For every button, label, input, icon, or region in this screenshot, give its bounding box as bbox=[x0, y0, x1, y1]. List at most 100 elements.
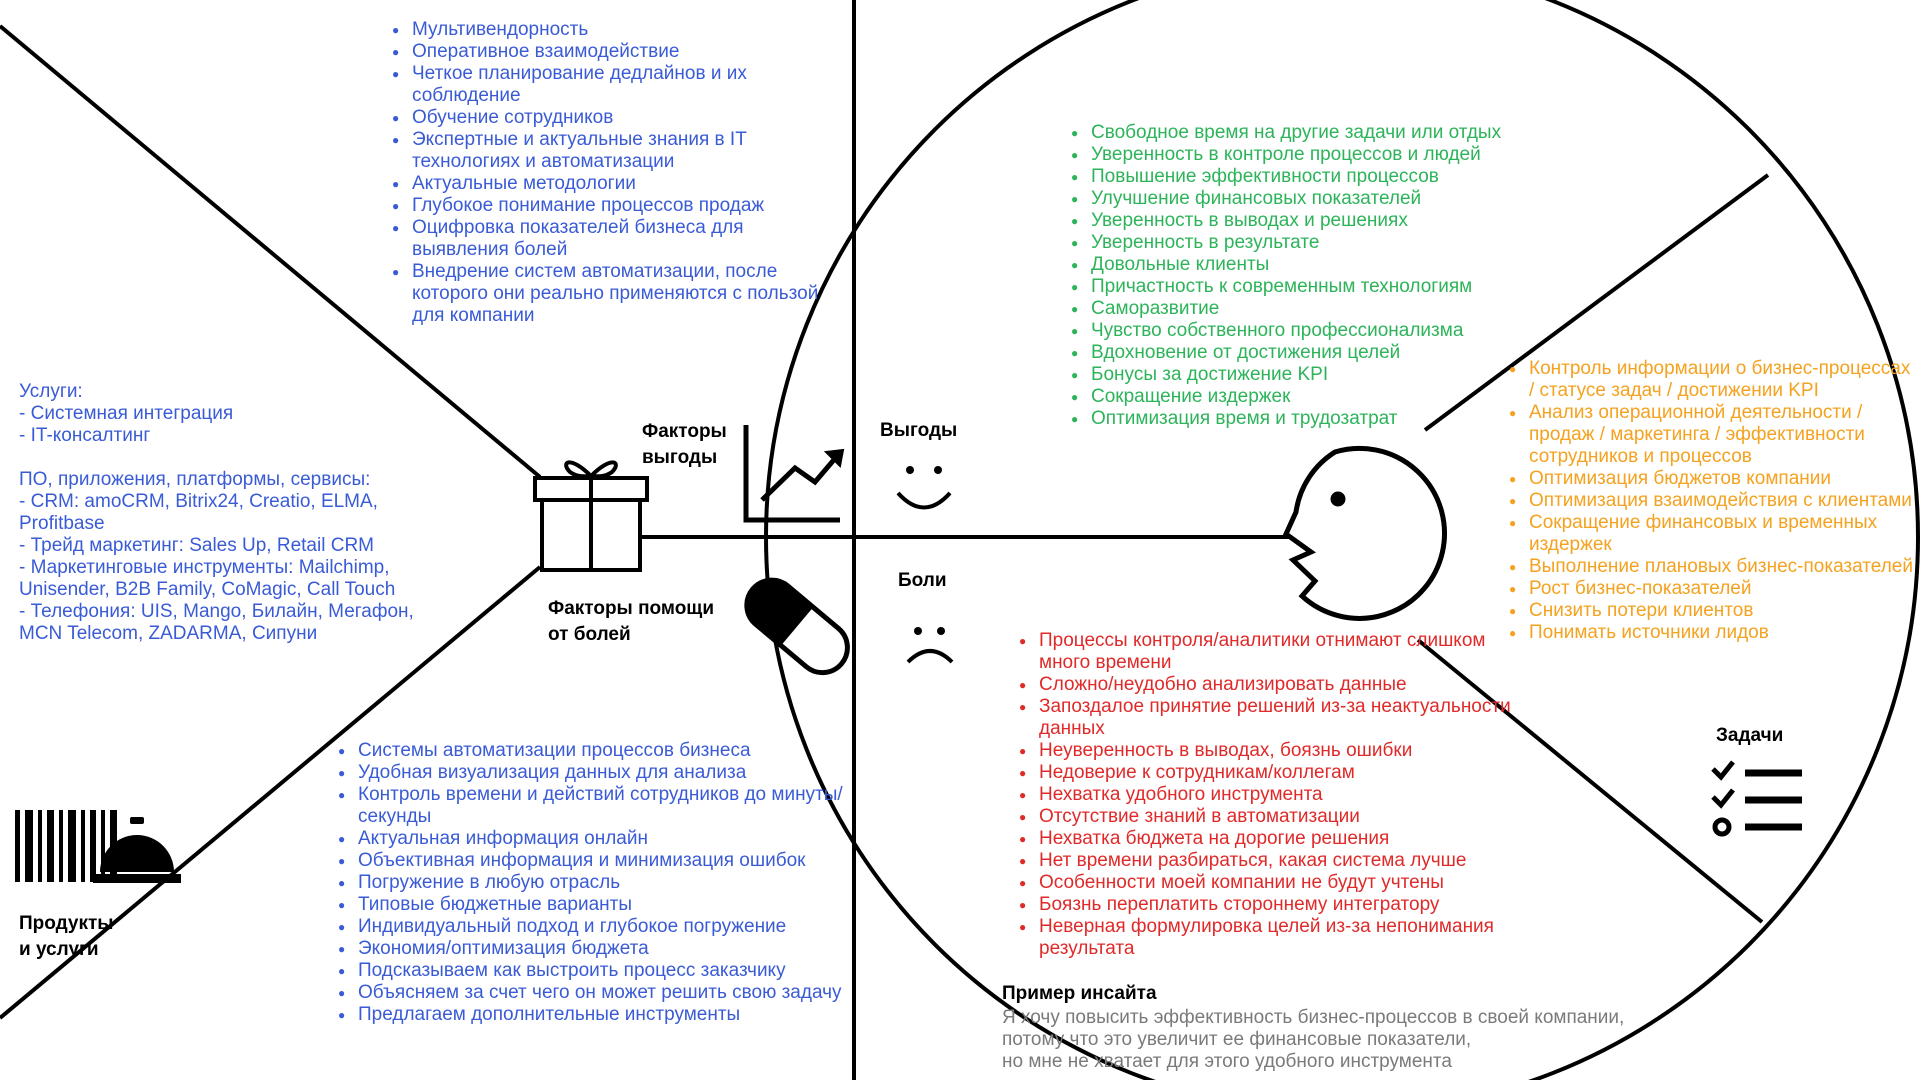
products-label-line2: и услуги bbox=[19, 939, 99, 960]
gain-item: Саморазвитие bbox=[1071, 298, 1571, 320]
job-item: Снизить потери клиентов bbox=[1509, 600, 1919, 622]
gain-item: Чувство собственного профессионализма bbox=[1071, 320, 1571, 342]
products-line: - IT-консалтинг bbox=[19, 425, 151, 446]
gains-block: Свободное время на другие задачи или отд… bbox=[1071, 122, 1571, 430]
pain-reliever-item: Системы автоматизации процессов бизнеса bbox=[338, 740, 848, 762]
pains-list: Процессы контроля/аналитики отнимают сли… bbox=[1019, 630, 1519, 960]
pain-reliever-item: Объясняем за счет чего он может решить с… bbox=[338, 982, 848, 1004]
pill-icon bbox=[744, 577, 850, 676]
pain-relievers-label-line1: Факторы помощи bbox=[548, 598, 715, 619]
left-square-top-diagonal bbox=[0, 24, 542, 479]
products-label-line1: Продукты bbox=[19, 913, 114, 934]
gain-creator-item: Оцифровка показателей бизнеса для выявле… bbox=[392, 217, 822, 261]
pain-reliever-item: Удобная визуализация данных для анализа bbox=[338, 762, 848, 784]
checklist-icon bbox=[1711, 760, 1802, 837]
gain-creators-label-line2: выгоды bbox=[642, 447, 718, 468]
sad-icon bbox=[906, 627, 954, 664]
products-line: ПО, приложения, платформы, сервисы: bbox=[19, 469, 371, 490]
pain-reliever-item: Актуальная информация онлайн bbox=[338, 828, 848, 850]
insight-line: но мне не хватает для этого удобного инс… bbox=[1002, 1051, 1452, 1072]
job-item: Рост бизнес-показателей bbox=[1509, 578, 1919, 600]
gain-item: Улучшение финансовых показателей bbox=[1071, 188, 1571, 210]
pain-item: Недоверие к сотрудникам/коллегам bbox=[1019, 762, 1519, 784]
jobs-list: Контроль информации о бизнес-процессах /… bbox=[1509, 358, 1919, 644]
jobs-label: Задачи bbox=[1716, 725, 1784, 746]
job-item: Выполнение плановых бизнес-показателей bbox=[1509, 556, 1919, 578]
pain-reliever-item: Контроль времени и действий сотрудников … bbox=[338, 784, 848, 828]
insight-line: Я хочу повысить эффективность бизнес-про… bbox=[1002, 1007, 1625, 1028]
gain-item: Свободное время на другие задачи или отд… bbox=[1071, 122, 1571, 144]
smile-icon bbox=[896, 466, 952, 510]
pain-item: Отсутствие знаний в автоматизации bbox=[1019, 806, 1519, 828]
job-item: Оптимизация взаимодействия с клиентами bbox=[1509, 490, 1919, 512]
pain-item: Нехватка удобного инструмента bbox=[1019, 784, 1519, 806]
pain-item: Нет времени разбираться, какая система л… bbox=[1019, 850, 1519, 872]
pains-block: Процессы контроля/аналитики отнимают сли… bbox=[1019, 630, 1519, 960]
gain-item: Причастность к современным технологиям bbox=[1071, 276, 1571, 298]
pain-item: Запоздалое принятие решений из-за неакту… bbox=[1019, 696, 1519, 740]
job-item: Оптимизация бюджетов компании bbox=[1509, 468, 1919, 490]
customer-face-icon bbox=[1282, 445, 1447, 621]
gain-creator-item: Мультивендорность bbox=[392, 19, 822, 41]
pain-item: Процессы контроля/аналитики отнимают сли… bbox=[1019, 630, 1519, 674]
gain-creators-block: МультивендорностьОперативное взаимодейст… bbox=[392, 19, 822, 327]
job-item: Понимать источники лидов bbox=[1509, 622, 1919, 644]
pain-reliever-item: Погружение в любую отрасль bbox=[338, 872, 848, 894]
pain-relievers-label-line2: от болей bbox=[548, 624, 631, 645]
pain-relievers-list: Системы автоматизации процессов бизнесаУ… bbox=[338, 740, 848, 1026]
pain-reliever-item: Объективная информация и минимизация оши… bbox=[338, 850, 848, 872]
gain-item: Бонусы за достижение KPI bbox=[1071, 364, 1571, 386]
products-line bbox=[19, 447, 459, 469]
service-bell-icon bbox=[93, 817, 181, 883]
products-line: - Трейд маркетинг: Sales Up, Retail CRM bbox=[19, 535, 374, 556]
gain-creator-item: Четкое планирование дедлайнов и их соблю… bbox=[392, 63, 822, 107]
pain-reliever-item: Типовые бюджетные варианты bbox=[338, 894, 848, 916]
products-line: - CRM: amoCRM, Bitrix24, Creatio, ELMA, … bbox=[19, 491, 378, 534]
pain-reliever-item: Подсказываем как выстроить процесс заказ… bbox=[338, 960, 848, 982]
pain-item: Боязнь переплатить стороннему интегратор… bbox=[1019, 894, 1519, 916]
pain-relievers-block: Системы автоматизации процессов бизнесаУ… bbox=[338, 740, 848, 1026]
gain-creator-item: Внедрение систем автоматизации, после ко… bbox=[392, 261, 822, 327]
pain-item: Неуверенность в выводах, боязнь ошибки bbox=[1019, 740, 1519, 762]
job-item: Сокращение финансовых и временных издерж… bbox=[1509, 512, 1919, 556]
gain-item: Уверенность в контроле процессов и людей bbox=[1071, 144, 1571, 166]
products-services-block: Услуги:- Системная интеграция- IT-консал… bbox=[19, 381, 459, 645]
gain-item: Вдохновение от достижения целей bbox=[1071, 342, 1571, 364]
growth-chart-icon bbox=[743, 425, 845, 523]
jobs-block: Контроль информации о бизнес-процессах /… bbox=[1509, 358, 1919, 644]
pain-item: Сложно/неудобно анализировать данные bbox=[1019, 674, 1519, 696]
insight-text: Я хочу повысить эффективность бизнес-про… bbox=[1002, 1007, 1762, 1073]
pain-item: Нехватка бюджета на дорогие решения bbox=[1019, 828, 1519, 850]
gain-creator-item: Актуальные методологии bbox=[392, 173, 822, 195]
gain-item: Сокращение издержек bbox=[1071, 386, 1571, 408]
products-line: - Системная интеграция bbox=[19, 403, 234, 424]
gain-item: Уверенность в результате bbox=[1071, 232, 1571, 254]
left-square-bottom-diagonal bbox=[0, 565, 542, 1020]
pain-reliever-item: Экономия/оптимизация бюджета bbox=[338, 938, 848, 960]
pain-reliever-item: Предлагаем дополнительные инструменты bbox=[338, 1004, 848, 1026]
job-item: Анализ операционной деятельности / прода… bbox=[1509, 402, 1919, 468]
pains-label: Боли bbox=[898, 570, 947, 591]
products-services-label: Продукты и услуги bbox=[19, 911, 114, 963]
pain-item: Особенности моей компании не будут учтен… bbox=[1019, 872, 1519, 894]
gift-icon bbox=[533, 460, 649, 572]
insight-title: Пример инсайта bbox=[1002, 983, 1157, 1004]
gain-creators-label-line1: Факторы bbox=[642, 421, 727, 442]
gain-creator-item: Экспертные и актуальные знания в IT техн… bbox=[392, 129, 822, 173]
job-item: Контроль информации о бизнес-процессах /… bbox=[1509, 358, 1919, 402]
pain-reliever-item: Индивидуальный подход и глубокое погруже… bbox=[338, 916, 848, 938]
gain-creator-item: Обучение сотрудников bbox=[392, 107, 822, 129]
gain-item: Повышение эффективности процессов bbox=[1071, 166, 1571, 188]
pain-relievers-label: Факторы помощи от болей bbox=[548, 596, 714, 648]
pain-item: Неверная формулировка целей из-за непони… bbox=[1019, 916, 1519, 960]
insight-line: потому что это увеличит ее финансовые по… bbox=[1002, 1029, 1472, 1050]
products-line: - Маркетинговые инструменты: Mailchimp, … bbox=[19, 557, 396, 600]
gain-creators-label: Факторы выгоды bbox=[642, 419, 727, 471]
gain-item: Довольные клиенты bbox=[1071, 254, 1571, 276]
gain-creator-item: Глубокое понимание процессов продаж bbox=[392, 195, 822, 217]
products-line: - Телефония: UIS, Mango, Билайн, Мегафон… bbox=[19, 601, 414, 644]
gain-item: Уверенность в выводах и решениях bbox=[1071, 210, 1571, 232]
gain-item: Оптимизация время и трудозатрат bbox=[1071, 408, 1571, 430]
products-line: Услуги: bbox=[19, 381, 83, 402]
gain-creator-item: Оперативное взаимодействие bbox=[392, 41, 822, 63]
